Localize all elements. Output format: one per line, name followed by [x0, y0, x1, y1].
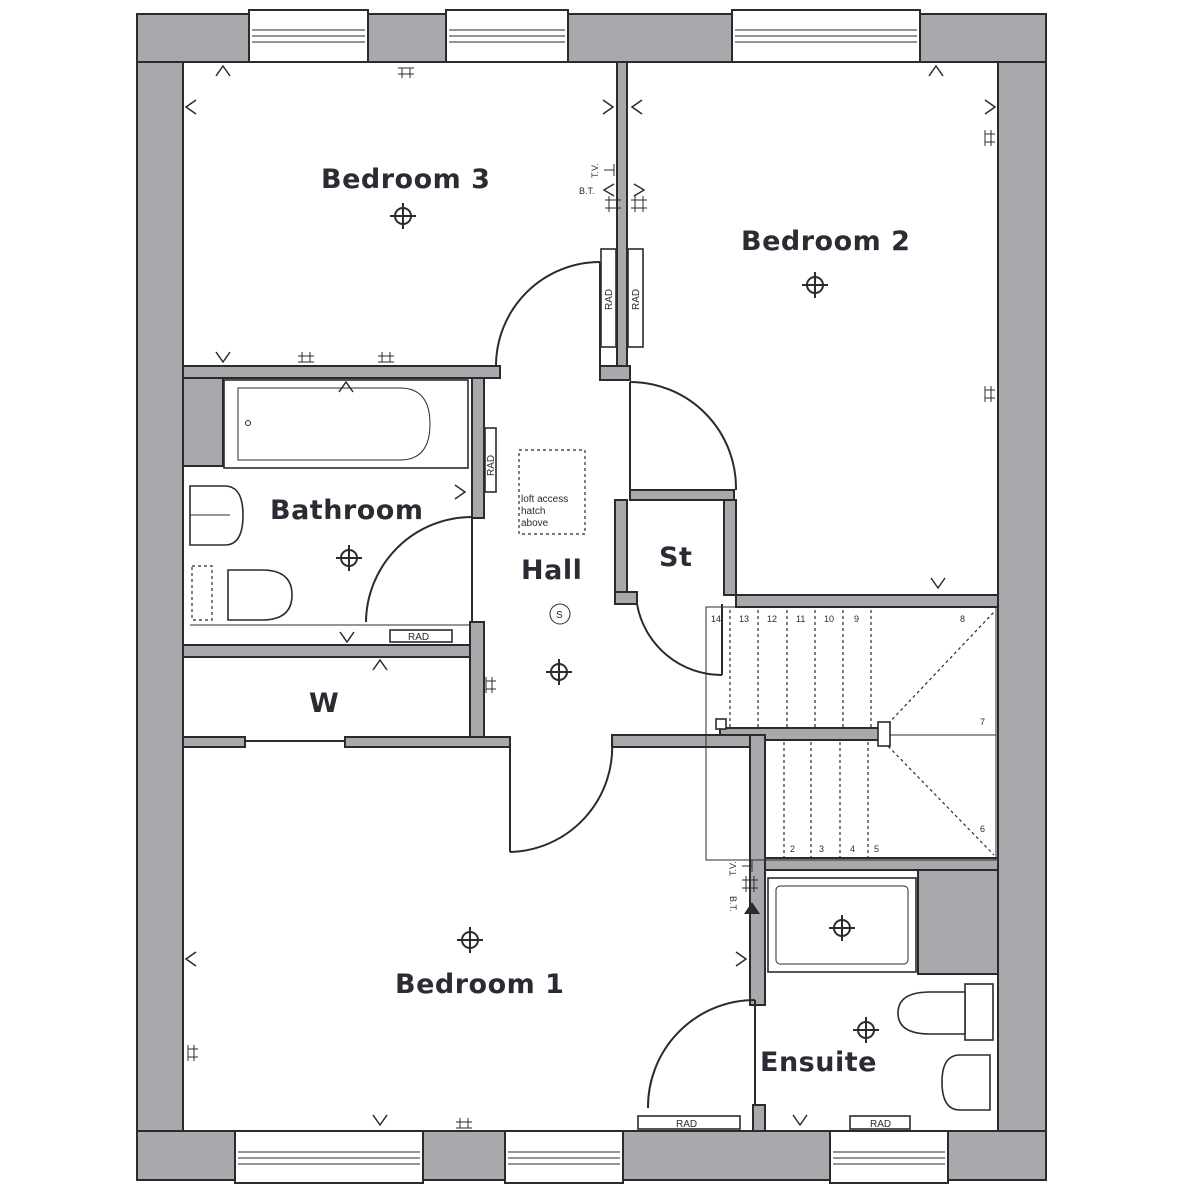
- svg-text:RAD: RAD: [486, 455, 497, 476]
- room-label-hall: Hall: [521, 555, 582, 586]
- room-label-ensuite: Ensuite: [760, 1047, 877, 1078]
- svg-text:RAD: RAD: [676, 1119, 697, 1130]
- window-bottom-2: [504, 1130, 624, 1184]
- loft-text-2: hatch: [521, 506, 545, 517]
- room-label-bathroom: Bathroom: [270, 495, 423, 526]
- socket-icon: [298, 352, 314, 363]
- window-top-3: [731, 9, 921, 63]
- light-bathroom-icon: [336, 545, 362, 571]
- window-top-2: [445, 9, 569, 63]
- stair-step-3: 3: [819, 844, 824, 854]
- radiator-bathroom: RAD: [389, 629, 453, 643]
- room-label-bedroom3: Bedroom 3: [321, 164, 490, 195]
- room-label-store: St: [659, 542, 692, 573]
- room-labels: Bedroom 3 Bedroom 2 Bathroom Hall St W B…: [270, 164, 910, 1078]
- room-label-bedroom1: Bedroom 1: [395, 969, 564, 1000]
- tv-label-bed3: T.V.: [590, 163, 600, 178]
- light-bed2-icon: [802, 272, 828, 298]
- loft-text-1: loft access: [521, 494, 568, 505]
- stair-step-4: 4: [850, 844, 855, 854]
- stair-step-9: 9: [854, 614, 859, 624]
- window-top-1: [248, 9, 369, 63]
- radiator-bathroom-side: RAD: [484, 427, 497, 493]
- stair-step-10: 10: [824, 614, 834, 624]
- internal-walls: [182, 61, 999, 1132]
- doors: [245, 261, 756, 1109]
- stair-step-14: 14: [711, 614, 721, 624]
- light-bed3-icon: [390, 203, 416, 229]
- stair-step-13: 13: [739, 614, 749, 624]
- stair-step-12: 12: [767, 614, 777, 624]
- light-shower-icon: [829, 915, 855, 941]
- socket-icon: [456, 1118, 472, 1129]
- svg-text:RAD: RAD: [631, 289, 642, 310]
- windows: [234, 9, 949, 1184]
- room-label-bedroom2: Bedroom 2: [741, 226, 910, 257]
- light-ensuite-icon: [853, 1017, 879, 1043]
- ensuite-wc: [897, 991, 966, 1035]
- ensuite-cistern: [964, 983, 994, 1041]
- radiator-bed2: RAD: [627, 248, 644, 348]
- svg-text:RAD: RAD: [408, 632, 429, 643]
- radiator-bed1: RAD: [637, 1115, 741, 1130]
- svg-text:RAD: RAD: [604, 289, 615, 310]
- socket-icon: [742, 876, 758, 892]
- radiator-ensuite: RAD: [849, 1115, 911, 1130]
- room-label-wardrobe: W: [309, 688, 339, 719]
- stair-step-11: 11: [796, 614, 805, 624]
- ensuite-basin: [941, 1054, 991, 1111]
- socket-icon: [398, 67, 414, 78]
- bathtub-inner: [237, 387, 431, 461]
- tv-bt-outlets: T.V. B.T. T.V. B.T.: [579, 163, 760, 914]
- bathroom-wc: [227, 569, 293, 621]
- bt-label-bed3: B.T.: [579, 186, 595, 196]
- stair-step-6: 6: [980, 824, 985, 834]
- socket-icon: [984, 386, 995, 402]
- socket-icon: [187, 1045, 198, 1061]
- light-bed1-icon: [457, 927, 483, 953]
- smoke-detector-icon: S: [549, 603, 571, 625]
- socket-icon: [984, 130, 995, 146]
- socket-icon: [605, 196, 621, 212]
- svg-text:RAD: RAD: [870, 1119, 891, 1130]
- sockets: [187, 67, 995, 1129]
- socket-icon: [631, 196, 647, 212]
- stair-step-5: 5: [874, 844, 879, 854]
- bt-label-bed1: B.T.: [728, 896, 738, 912]
- bathtub: [223, 379, 469, 469]
- ceiling-lights: [336, 203, 879, 1043]
- window-bottom-3: [829, 1130, 949, 1184]
- socket-icon: [378, 352, 394, 363]
- tv-label-bed1: T.V.: [728, 861, 738, 876]
- svg-text:S: S: [556, 610, 563, 621]
- staircase: 14 13 12 11 10 9 2 3 4 5 8 7 6: [705, 606, 997, 861]
- radiators: RAD RAD RAD RAD RAD RAD: [389, 248, 911, 1130]
- light-hall-icon: [546, 659, 572, 685]
- switch-markers: [184, 64, 997, 1127]
- bathroom-fixtures: [189, 379, 470, 626]
- window-bottom-1: [234, 1130, 424, 1184]
- socket-icon: [485, 677, 496, 693]
- stair-step-2: 2: [790, 844, 795, 854]
- loft-text-3: above: [521, 518, 549, 529]
- bathroom-cistern: [191, 565, 213, 621]
- stair-step-8: 8: [960, 614, 965, 624]
- stair-step-7: 7: [980, 717, 985, 727]
- loft-hatch: loft access hatch above: [518, 449, 586, 535]
- radiator-bed3: RAD: [600, 248, 617, 348]
